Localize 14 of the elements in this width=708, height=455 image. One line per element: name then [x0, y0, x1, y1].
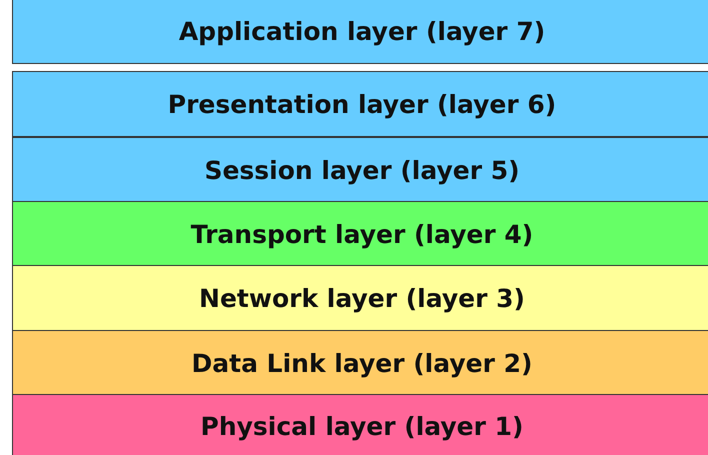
layer-label: Presentation layer (layer 6) — [168, 90, 556, 118]
layer-label: Transport layer (layer 4) — [190, 220, 534, 248]
layer-band — [12, 394, 708, 455]
layer-label: Application layer (layer 7) — [178, 16, 546, 46]
layer-band — [12, 201, 708, 267]
layer-band — [12, 265, 708, 331]
layer-label: Network layer (layer 3) — [199, 284, 525, 312]
layer-band — [12, 71, 708, 137]
layer-band — [12, 137, 708, 203]
layer-label: Data Link layer (layer 2) — [192, 348, 532, 378]
layer-band — [12, 330, 708, 396]
layer-label: Session layer (layer 5) — [204, 156, 520, 184]
layer-band — [12, 0, 708, 64]
layer-label: Physical layer (layer 1) — [200, 412, 524, 440]
